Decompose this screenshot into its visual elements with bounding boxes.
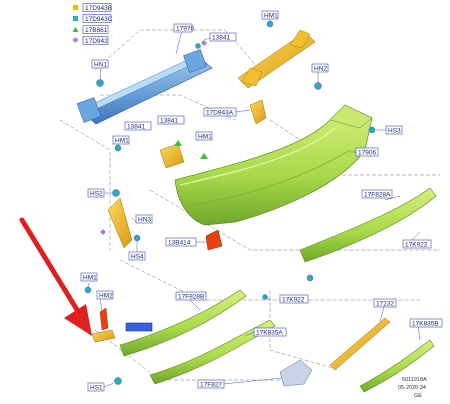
label-13841-top: 13841 — [212, 34, 230, 41]
label-hs2: HS2 — [90, 190, 103, 197]
fastener-top-icon — [195, 43, 201, 49]
fastener-hs3-icon — [368, 126, 376, 134]
lower-strip-a — [149, 319, 276, 385]
label-17906: 17906 — [358, 149, 376, 156]
label-17f827: 17F827 — [200, 381, 222, 388]
fastener-hm1-left-icon — [114, 144, 122, 152]
drawing-date: 05-2020 34 — [398, 385, 426, 391]
fastener-right-icon — [306, 274, 314, 282]
label-hs4: HS4 — [131, 253, 144, 260]
label-17k835a: 17K835A — [256, 329, 283, 336]
fastener-hm1-low-icon — [84, 286, 92, 294]
fastener-hs1-icon — [114, 377, 122, 385]
label-hm2: HM2 — [99, 292, 113, 299]
diamond-marker-2-icon — [201, 40, 207, 46]
legend-code-4: 17D942 — [85, 38, 108, 45]
label-hs3: HS3 — [388, 127, 401, 134]
legend-code-3: 17B861 — [85, 27, 108, 34]
highlighted-part — [91, 329, 116, 343]
label-hm1-low: HM1 — [83, 274, 97, 281]
legend-triangle-icon — [72, 27, 79, 32]
legend-code-2: 17D943C — [85, 16, 113, 23]
bumper-cover — [174, 104, 373, 226]
right-lower-trim — [299, 187, 437, 263]
label-hm1-left: HM1 — [115, 137, 129, 144]
label-hm1-top: HM1 — [264, 12, 278, 19]
label-13841-a: 13841 — [127, 123, 145, 130]
label-hs1: HS1 — [90, 384, 103, 391]
lower-strip-b — [359, 339, 435, 393]
fastener-hm1-top-icon — [266, 20, 274, 28]
label-hn2: HN2 — [314, 65, 327, 72]
fastener-mid-icon — [262, 294, 268, 300]
triangle-marker-2-icon — [200, 153, 208, 159]
grey-bracket — [279, 359, 313, 387]
small-red-part — [99, 307, 109, 331]
highlighted-label-box — [125, 322, 153, 332]
upper-bracket — [237, 29, 316, 89]
drawing-reference: 5011918A 05-2020 34 GE — [398, 377, 427, 399]
label-17k835b: 17K835B — [412, 320, 439, 327]
label-17d943a: 17D943A — [206, 109, 234, 116]
label-17970: 17970 — [176, 25, 194, 32]
bumper-reinforcement-beam — [76, 49, 213, 125]
fastener-hs4-icon — [133, 234, 141, 242]
legend-diamond-icon — [72, 37, 79, 43]
fastener-hn2-icon — [314, 82, 322, 90]
label-17f828a: 17F828A — [364, 191, 391, 198]
label-hn3: HN3 — [138, 216, 151, 223]
label-hn1: HN1 — [94, 61, 107, 68]
yellow-strip — [329, 317, 391, 371]
triangle-marker-icon — [174, 140, 182, 146]
label-17k922-right: 17K922 — [405, 241, 428, 248]
part-labels: 17970 13841 HM1 HN1 HN2 17D943A 13841 13… — [80, 10, 443, 392]
drawing-region: GE — [414, 393, 422, 399]
highlight-arrow-icon — [19, 217, 92, 336]
reflector-part — [205, 229, 223, 251]
label-17232: 17232 — [376, 300, 394, 307]
side-bracket — [249, 99, 267, 125]
legend: 17D943B 17D943C 17B861 17D942 — [72, 3, 113, 45]
fastener-hs2-icon — [112, 189, 120, 197]
legend-square-yellow-icon — [73, 5, 78, 10]
fastener-hn1-icon — [96, 79, 104, 87]
left-side-bracket — [107, 143, 185, 249]
lower-left-strip — [119, 289, 247, 357]
legend-code-1: 17D943B — [85, 5, 112, 12]
drawing-number: 5011918A — [402, 377, 427, 383]
label-13841-b: 13841 — [160, 117, 178, 124]
label-hm1-mid: HM1 — [198, 133, 212, 140]
label-13b414: 13B414 — [168, 239, 191, 246]
legend-square-blue-icon — [73, 16, 78, 21]
diamond-marker-icon — [100, 229, 106, 235]
label-17f828b: 17F828B — [178, 293, 204, 300]
label-17k922-mid: 17K922 — [282, 296, 305, 303]
